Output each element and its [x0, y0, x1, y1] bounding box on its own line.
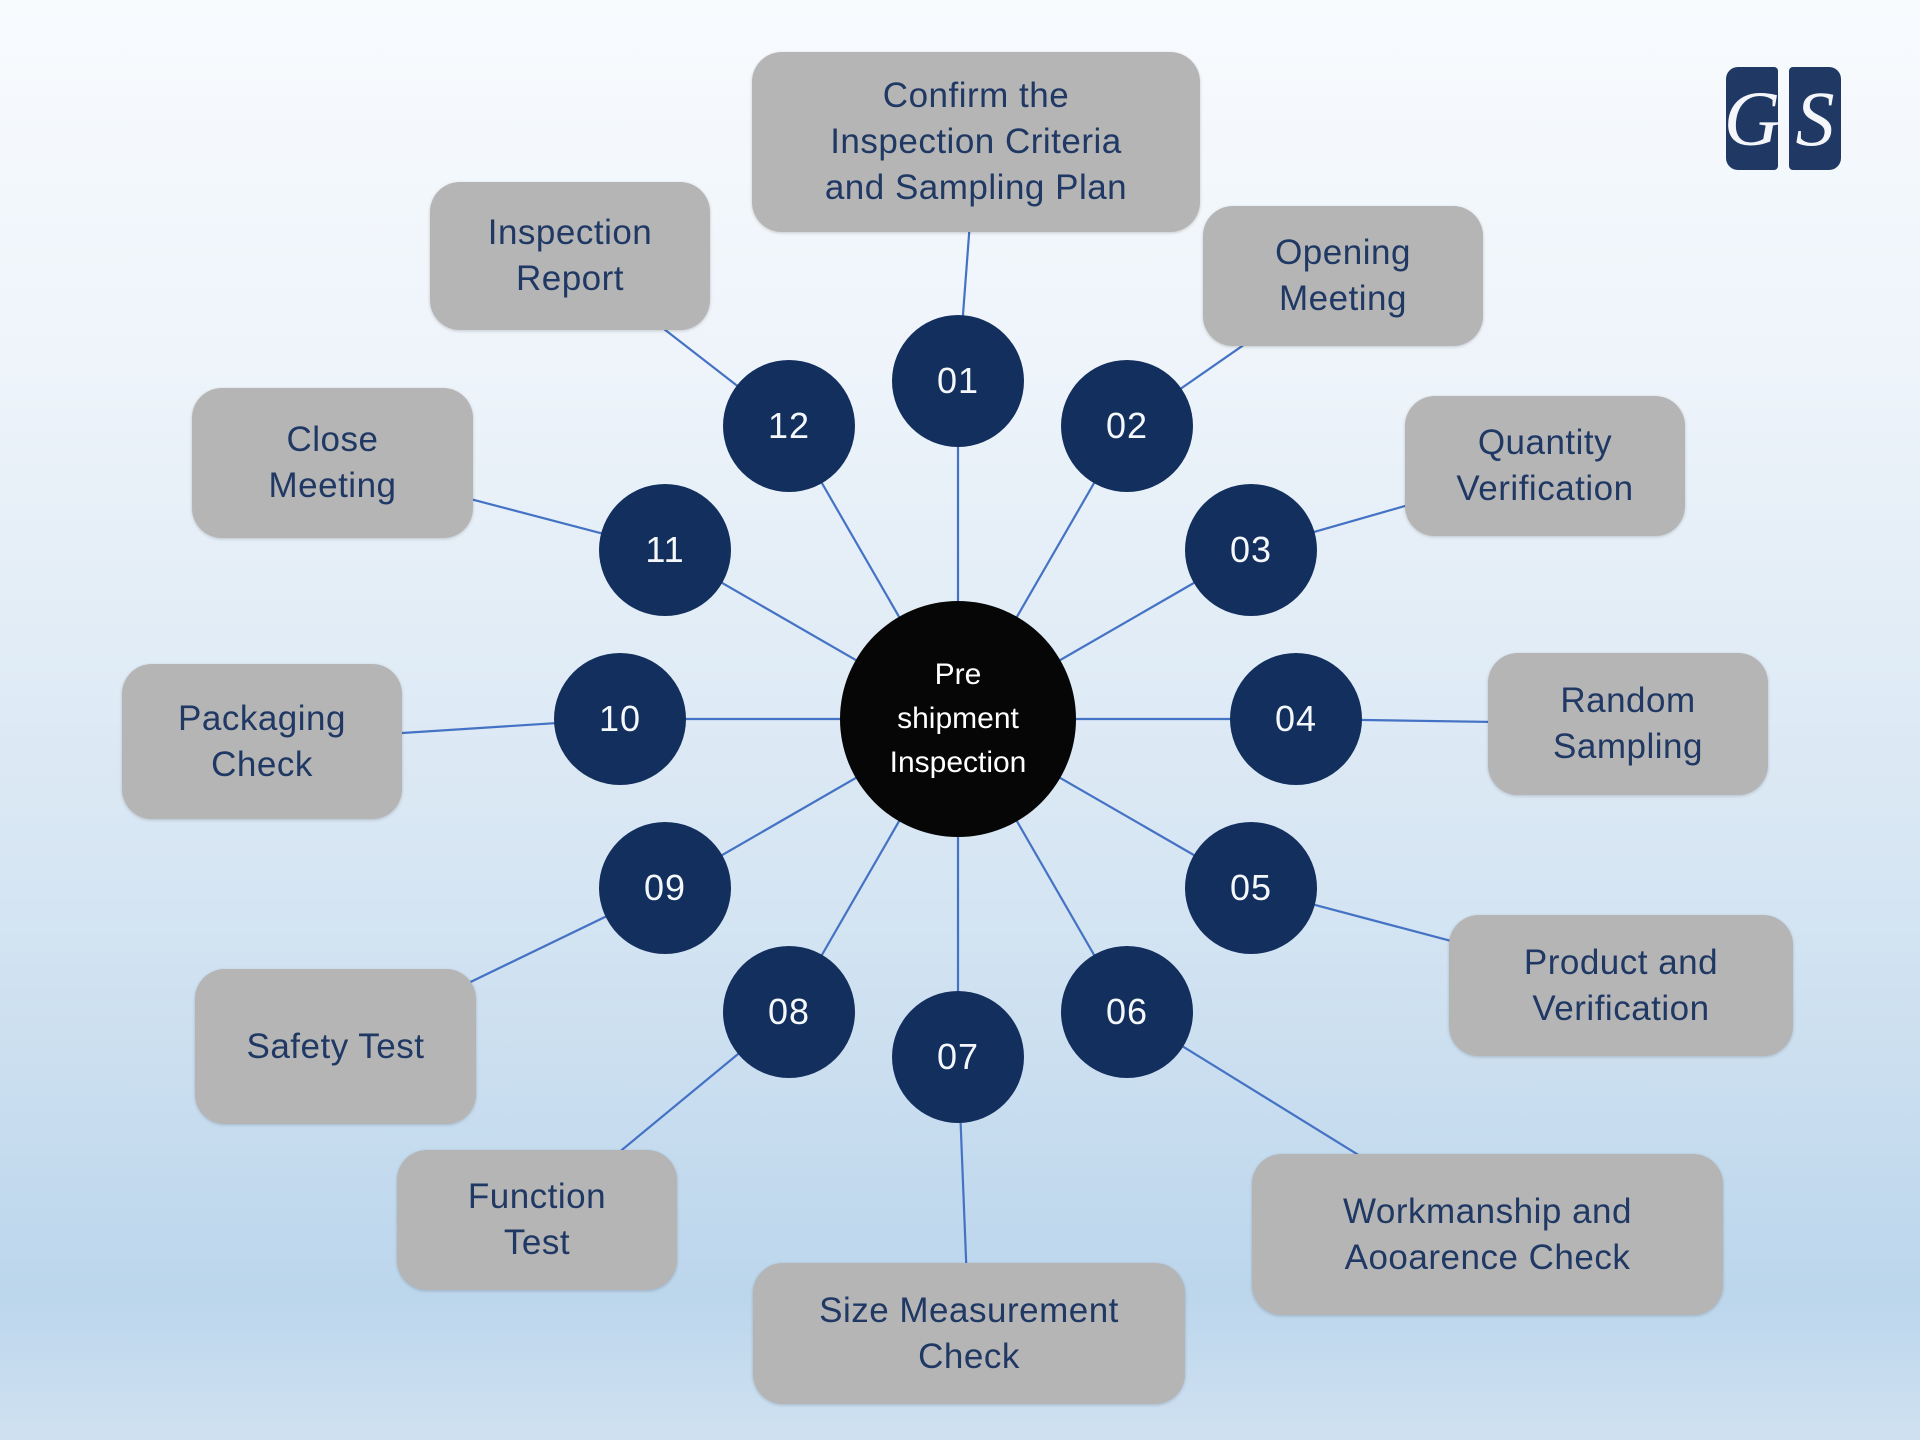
step-08-number: 08: [767, 991, 811, 1032]
step-02-label-box: Opening Meeting: [1203, 206, 1483, 346]
step-11-label: Close Meeting: [268, 420, 397, 505]
step-08-label: Function Test: [467, 1177, 607, 1262]
step-04-label-box: Random Sampling: [1488, 653, 1768, 795]
step-05-node: 05: [1185, 822, 1317, 954]
step-06-label-box: Workmanship and Aooarence Check: [1252, 1154, 1723, 1315]
step-01-node: 01: [892, 315, 1024, 447]
step-12-node: 12: [723, 360, 855, 492]
gs-logo: G S: [1723, 67, 1841, 170]
center-hub-line2: shipment: [897, 702, 1019, 735]
step-11-label-box: Close Meeting: [192, 388, 473, 538]
step-05-label-box: Product and Verification: [1449, 915, 1793, 1056]
step-07-label: Size Measurement Check: [819, 1290, 1119, 1376]
step-10-node: 10: [554, 653, 686, 785]
step-04-node: 04: [1230, 653, 1362, 785]
step-08-node: 08: [723, 946, 855, 1078]
step-01-label: Confirm the Inspection Criteria and Samp…: [824, 76, 1128, 207]
step-01-label-box: Confirm the Inspection Criteria and Samp…: [752, 52, 1200, 232]
step-01-number: 01: [936, 360, 980, 401]
logo-letter-s: S: [1795, 74, 1835, 162]
step-02-label: Opening Meeting: [1275, 233, 1411, 318]
step-06-number: 06: [1105, 991, 1149, 1032]
step-07-number: 07: [936, 1036, 980, 1077]
step-02-node: 02: [1061, 360, 1193, 492]
center-hub-line1: Pre: [934, 658, 982, 691]
step-03-label: Quantity Verification: [1456, 423, 1634, 508]
step-03-label-box: Quantity Verification: [1405, 396, 1685, 536]
step-06-label: Workmanship and Aooarence Check: [1343, 1191, 1632, 1277]
step-04-number: 04: [1274, 698, 1318, 739]
step-04-label: Random Sampling: [1553, 681, 1703, 766]
logo-s-tile: S: [1789, 67, 1841, 170]
step-12-label-box: Inspection Report: [430, 182, 710, 330]
logo-g-tile: G: [1723, 67, 1781, 170]
step-07-node: 07: [892, 991, 1024, 1123]
step-02-number: 02: [1105, 405, 1149, 446]
step-09-label: Safety Test: [246, 1026, 425, 1066]
step-12-label: Inspection Report: [487, 213, 653, 298]
step-05-number: 05: [1229, 867, 1273, 908]
step-03-node: 03: [1185, 484, 1317, 616]
center-hub-line3: Inspection: [889, 746, 1027, 779]
step-11-number: 11: [645, 529, 685, 570]
step-03-number: 03: [1229, 529, 1273, 570]
step-07-label-box: Size Measurement Check: [753, 1263, 1185, 1404]
step-09-number: 09: [643, 867, 687, 908]
step-08-label-box: Function Test: [397, 1150, 677, 1290]
step-10-label: Packaging Check: [178, 698, 346, 784]
step-10-label-box: Packaging Check: [122, 664, 402, 819]
step-12-number: 12: [767, 405, 811, 446]
step-05-label: Product and Verification: [1523, 942, 1719, 1028]
center-hub: Pre shipment Inspection: [840, 601, 1076, 837]
step-06-node: 06: [1061, 946, 1193, 1078]
step-10-number: 10: [598, 698, 642, 739]
step-09-node: 09: [599, 822, 731, 954]
logo-letter-g: G: [1723, 74, 1781, 162]
step-11-node: 11: [599, 484, 731, 616]
step-09-label-box: Safety Test: [195, 969, 476, 1124]
